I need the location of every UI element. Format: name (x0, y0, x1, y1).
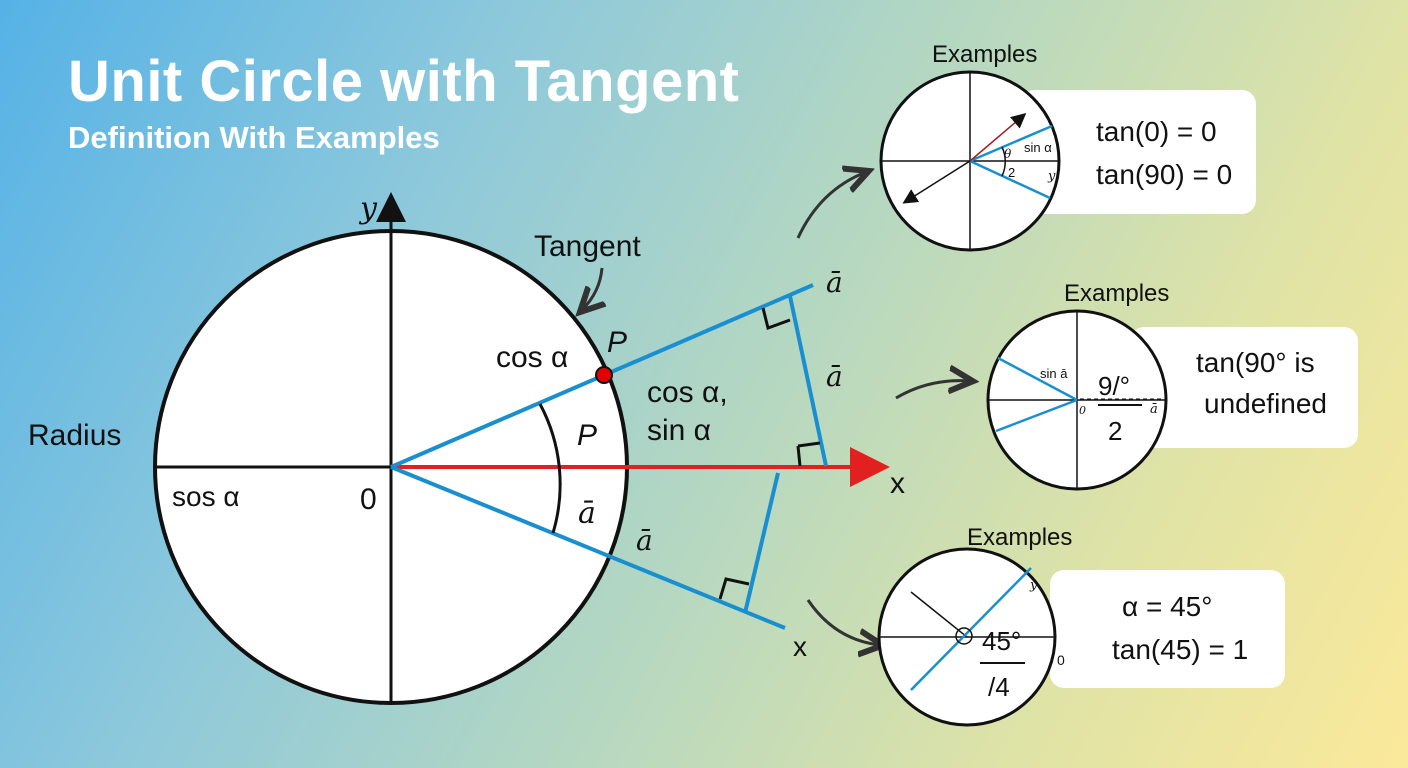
examples-2-circle_labels-y-text: y (1029, 578, 1038, 593)
example-1-box (1020, 90, 1256, 214)
origin-label: 0 (360, 483, 377, 516)
radius-label: Radius (28, 419, 121, 452)
example-1-line-1: tan(0) = 0 (1096, 116, 1217, 147)
examples-2-circle_labels-zero-text: 0 (1057, 652, 1065, 668)
connector-arrow-2 (895, 381, 970, 400)
example-3-box (1050, 570, 1285, 688)
examples-1-circle_labels-a-text: ā (1150, 402, 1158, 417)
examples-2-circle_labels-den-text: /4 (988, 672, 1010, 702)
connector-arrow-1 (796, 172, 866, 239)
examples-1-circle_labels-sin-text: sin ā (1040, 366, 1068, 381)
right-angle-mark (761, 307, 791, 330)
a-bar-top-label: ā (826, 266, 843, 299)
page-subtitle: Definition With Examples (68, 120, 440, 155)
example-1-line-2: tan(90) = 0 (1096, 159, 1232, 190)
a-bar-mid-label: ā (826, 360, 843, 393)
example-3: Examples y 0 45° /4 α = 45° tan(45) = 1 (877, 524, 1285, 727)
examples-1-circle_labels-zero-text: 0 (1079, 404, 1086, 417)
example-1-heading: Examples (932, 41, 1037, 68)
point-p (595, 366, 613, 384)
coords-line2: sin α (647, 414, 711, 447)
examples-0-circle_labels-theta-text: θ (1004, 147, 1012, 161)
example-2-line-1: tan(90° is (1196, 347, 1315, 378)
right-angle-mark (718, 577, 750, 600)
examples-2-circle_labels-num-text: 45° (982, 626, 1021, 656)
examples-1-circle_labels-den-text: 2 (1108, 416, 1122, 446)
example-2-heading: Examples (1064, 280, 1169, 307)
y-axis-label: y (358, 191, 378, 226)
main-unit-circle (153, 192, 890, 705)
perpendicular-upper (788, 295, 828, 467)
examples-0-circle_labels-sin-text: sin α (1024, 140, 1052, 155)
tangent-label: Tangent (534, 230, 641, 263)
x-axis-lower-label: x (793, 631, 807, 662)
cos-label: cos α (496, 341, 568, 374)
coords-line1: cos α, (647, 376, 728, 409)
point-p-label: P (607, 326, 627, 359)
example-2: Examples sin ā 0 9/° 2 ā tan(90° is unde… (986, 280, 1358, 491)
tangent-line-lower (390, 465, 786, 630)
example-3-line-1: α = 45° (1122, 591, 1212, 622)
x-axis-label: x (890, 467, 905, 500)
angle-a-bar-label: ā (578, 496, 596, 531)
angle-p-label: P (577, 419, 597, 452)
example-1: Examples sin α θ 2 y tan(0) = 0 tan(90) … (879, 41, 1256, 252)
perpendicular-lower (743, 472, 780, 614)
examples-0-circle_labels-y-text: y (1047, 169, 1056, 184)
angle-arc (538, 403, 562, 534)
connector-arrow-3 (806, 599, 880, 645)
example-2-line-2: undefined (1204, 388, 1327, 419)
examples-0-circle_labels-two-text: 2 (1008, 165, 1015, 180)
a-bar-lower-label: ā (636, 524, 653, 557)
examples-1-circle_labels-num-text: 9/° (1098, 371, 1130, 401)
tangent-pointer-arrow (582, 267, 602, 310)
page-title: Unit Circle with Tangent (68, 49, 740, 114)
example-3-heading: Examples (967, 524, 1072, 551)
sos-label: sos α (172, 481, 240, 512)
example-2-box (1130, 327, 1358, 448)
right-angle-mark (796, 445, 802, 467)
example-3-line-2: tan(45) = 1 (1112, 634, 1248, 665)
